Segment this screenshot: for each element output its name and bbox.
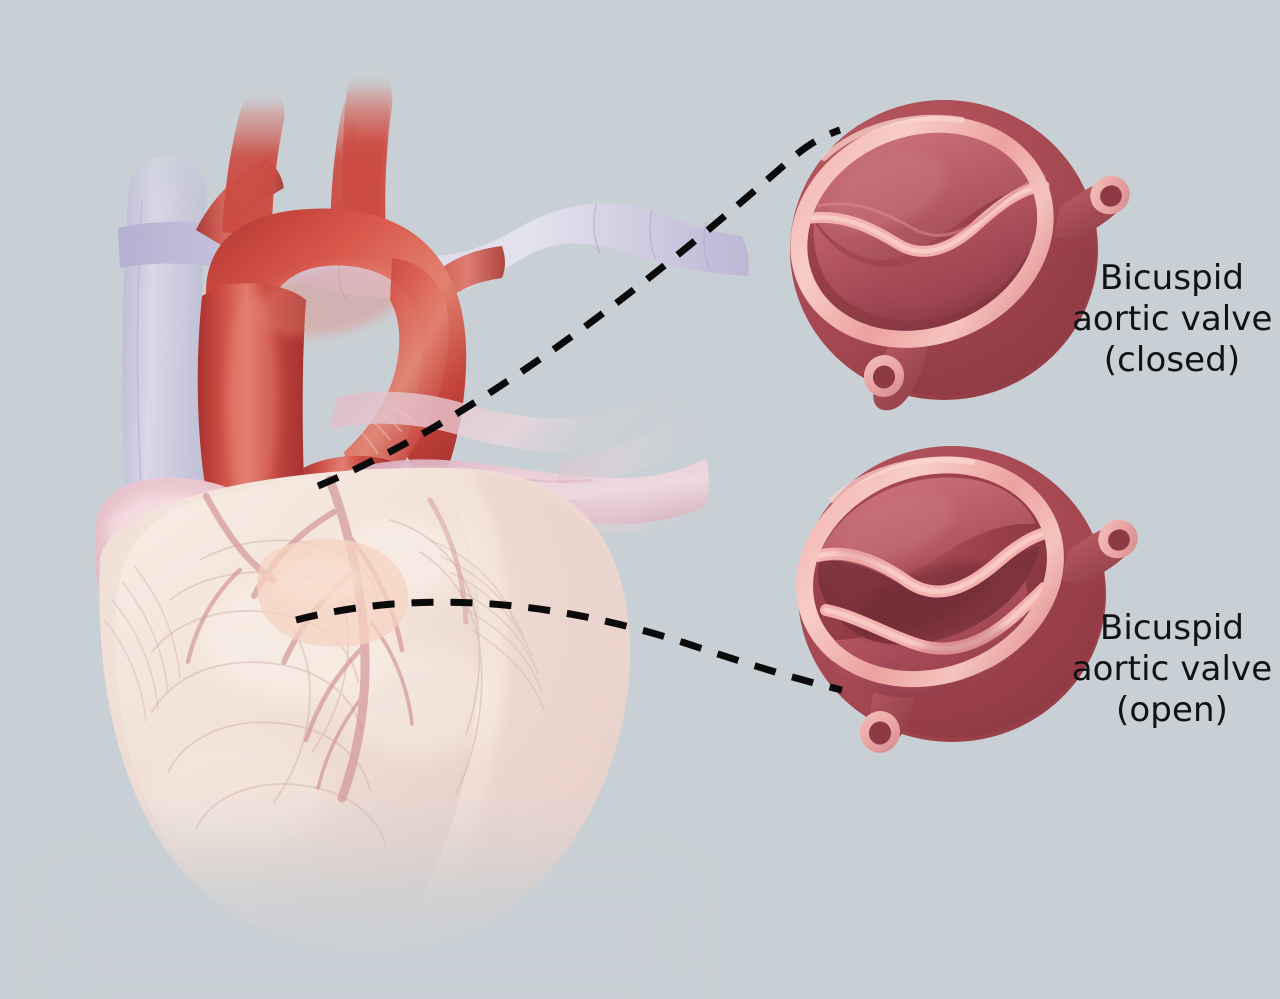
callout-closed-line-2: aortic valve bbox=[1072, 299, 1273, 340]
leader-line-open bbox=[295, 598, 843, 694]
coronary-ostium-upper-right bbox=[1054, 175, 1130, 239]
aortic-root bbox=[257, 538, 408, 647]
callout-open-line-1: Bicuspid bbox=[1099, 608, 1245, 648]
callout-label-open: Bicuspid aortic valve (open) bbox=[1068, 608, 1276, 731]
callout-closed-line-1: Bicuspid bbox=[1099, 258, 1245, 298]
heart-illustration bbox=[60, 69, 749, 999]
leader-lines bbox=[295, 126, 843, 694]
callout-open-line-2: aortic valve bbox=[1071, 649, 1273, 690]
callout-open-line-3: (open) bbox=[1116, 690, 1228, 731]
callout-closed-line-3: (closed) bbox=[1103, 340, 1241, 381]
callout-label-closed: Bicuspid aortic valve (closed) bbox=[1072, 258, 1272, 381]
leader-line-closed bbox=[316, 126, 842, 490]
coronary-ostium-upper-right-open bbox=[1062, 519, 1138, 583]
aortic-arch-branches bbox=[196, 69, 505, 314]
